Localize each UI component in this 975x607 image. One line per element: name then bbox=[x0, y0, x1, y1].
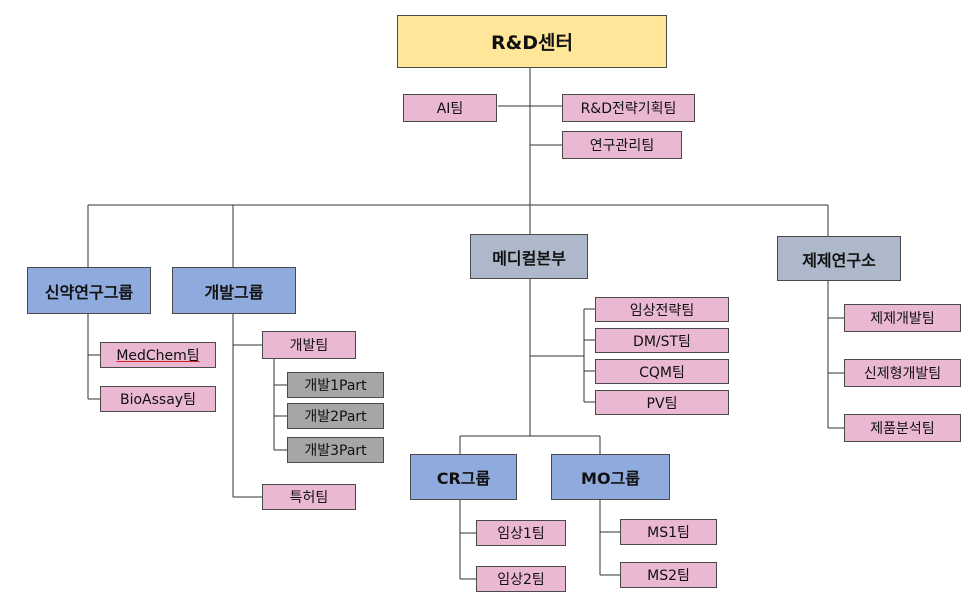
new-dosage-dev-team-node: 신제형개발팀 bbox=[844, 359, 961, 387]
clinical-1-team-node: 임상1팀 bbox=[476, 520, 566, 546]
drug-research-group-node: 신약연구그룹 bbox=[27, 267, 151, 314]
formulation-dev-team-node: 제제개발팀 bbox=[844, 304, 961, 332]
medical-division-node: 메디컬본부 bbox=[470, 234, 588, 279]
patent-team-node: 특허팀 bbox=[262, 484, 356, 510]
rd-center-node: R&D센터 bbox=[397, 15, 667, 68]
clinical-strategy-team-node: 임상전략팀 bbox=[595, 297, 729, 322]
mo-group-node: MO그룹 bbox=[551, 454, 670, 500]
dev-part-1-node: 개발1Part bbox=[287, 372, 384, 398]
dev-part-3-node: 개발3Part bbox=[287, 437, 384, 463]
ai-team-node: AI팀 bbox=[403, 94, 497, 122]
medchem-team-label: MedChem팀 bbox=[116, 348, 200, 364]
development-group-node: 개발그룹 bbox=[172, 267, 296, 314]
dm-st-team-node: DM/ST팀 bbox=[595, 328, 729, 353]
dev-part-2-node: 개발2Part bbox=[287, 403, 384, 429]
bioassay-team-node: BioAssay팀 bbox=[100, 386, 216, 412]
ms2-team-node: MS2팀 bbox=[620, 562, 717, 588]
rd-strategy-team-node: R&D전략기획팀 bbox=[562, 94, 695, 122]
product-analysis-team-node: 제품분석팀 bbox=[844, 414, 961, 442]
research-mgmt-team-node: 연구관리팀 bbox=[562, 131, 682, 159]
cr-group-node: CR그룹 bbox=[410, 454, 517, 500]
formulation-institute-node: 제제연구소 bbox=[777, 236, 901, 281]
cqm-team-node: CQM팀 bbox=[595, 359, 729, 384]
dev-team-node: 개발팀 bbox=[262, 331, 356, 359]
clinical-2-team-node: 임상2팀 bbox=[476, 566, 566, 592]
ms1-team-node: MS1팀 bbox=[620, 519, 717, 545]
pv-team-node: PV팀 bbox=[595, 390, 729, 415]
medchem-team-node: MedChem팀 bbox=[100, 342, 216, 368]
